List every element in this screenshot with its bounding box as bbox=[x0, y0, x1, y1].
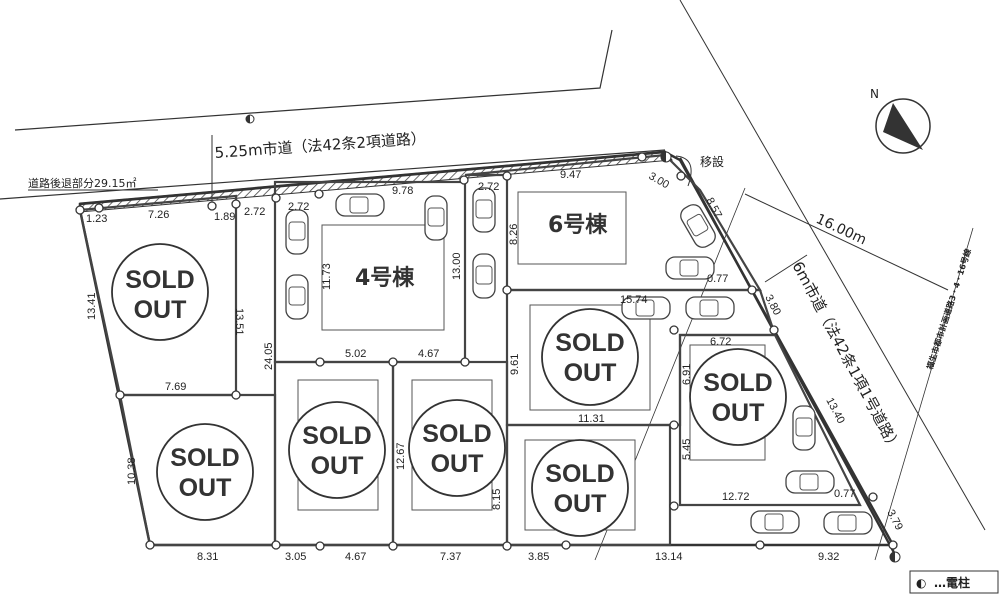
svg-text:9.78: 9.78 bbox=[392, 185, 413, 197]
width-arrow-2 bbox=[764, 254, 808, 283]
svg-text:3.00: 3.00 bbox=[647, 170, 672, 191]
svg-text:SOLD: SOLD bbox=[302, 422, 371, 450]
svg-text:8.31: 8.31 bbox=[197, 551, 218, 563]
svg-text:3.79: 3.79 bbox=[884, 508, 905, 533]
svg-text:8.26: 8.26 bbox=[508, 224, 520, 245]
svg-text:OUT: OUT bbox=[134, 296, 187, 324]
svg-text:7.26: 7.26 bbox=[148, 209, 169, 221]
planned-road-line-2 bbox=[874, 227, 974, 561]
svg-text:SOLD: SOLD bbox=[703, 369, 772, 397]
svg-text:1.89: 1.89 bbox=[214, 211, 235, 223]
building-4 bbox=[321, 224, 445, 331]
svg-text:5.02: 5.02 bbox=[345, 348, 366, 360]
svg-text:9.32: 9.32 bbox=[818, 551, 839, 563]
svg-text:4.67: 4.67 bbox=[345, 551, 366, 563]
svg-text:15.74: 15.74 bbox=[620, 294, 648, 306]
svg-text:13.51: 13.51 bbox=[233, 308, 245, 336]
north-road-edge bbox=[14, 29, 613, 131]
svg-text:7.69: 7.69 bbox=[165, 381, 186, 393]
svg-text:0.77: 0.77 bbox=[707, 273, 728, 285]
relocate-label: 移設 bbox=[700, 154, 724, 169]
legend-text: …電柱 bbox=[934, 575, 970, 590]
svg-text:1.23: 1.23 bbox=[86, 213, 107, 225]
setback-label: 道路後退部分29.15㎡ bbox=[28, 176, 137, 190]
svg-text:12.67: 12.67 bbox=[395, 442, 407, 470]
svg-text:OUT: OUT bbox=[179, 474, 232, 502]
svg-text:OUT: OUT bbox=[712, 399, 765, 427]
svg-text:9.47: 9.47 bbox=[560, 169, 581, 181]
compass-north-label: N bbox=[870, 87, 879, 101]
svg-text:SOLD: SOLD bbox=[422, 420, 491, 448]
building-4-label: 4号棟 bbox=[355, 265, 415, 291]
svg-text:OUT: OUT bbox=[564, 359, 617, 387]
svg-text:13.41: 13.41 bbox=[86, 292, 98, 320]
svg-text:6.91: 6.91 bbox=[681, 364, 693, 385]
svg-text:OUT: OUT bbox=[554, 490, 607, 518]
svg-text:2.72: 2.72 bbox=[244, 206, 265, 218]
north-road-line bbox=[0, 149, 666, 200]
east-road-outer-line bbox=[679, 0, 986, 531]
lot-f[interactable] bbox=[505, 423, 672, 547]
legend-pole-icon: ◐ bbox=[916, 576, 926, 590]
svg-text:5.45: 5.45 bbox=[681, 439, 693, 460]
utility-pole-icon bbox=[889, 551, 901, 563]
svg-text:2.72: 2.72 bbox=[478, 181, 499, 193]
svg-text:13.14: 13.14 bbox=[655, 551, 683, 563]
boundary-markers bbox=[75, 152, 898, 551]
svg-text:SOLD: SOLD bbox=[545, 460, 614, 488]
svg-text:0.77: 0.77 bbox=[834, 488, 855, 500]
svg-text:13.40: 13.40 bbox=[823, 396, 847, 426]
svg-text:10.38: 10.38 bbox=[126, 457, 138, 485]
svg-text:11.73: 11.73 bbox=[321, 263, 333, 290]
svg-text:24.05: 24.05 bbox=[263, 342, 275, 370]
svg-text:12.72: 12.72 bbox=[722, 491, 750, 503]
north-road-label: 5.25m市道（法42条2項道路） bbox=[214, 129, 426, 162]
north-compass-icon: N bbox=[870, 87, 931, 154]
svg-text:3.85: 3.85 bbox=[528, 551, 549, 563]
svg-text:8.15: 8.15 bbox=[491, 489, 503, 510]
svg-text:2.72: 2.72 bbox=[288, 201, 309, 213]
dimension-labels: 1.23 7.26 1.89 2.72 2.72 9.78 2.72 9.47 … bbox=[86, 169, 905, 563]
utility-pole-icon bbox=[660, 151, 672, 163]
svg-text:SOLD: SOLD bbox=[170, 444, 239, 472]
lot-g[interactable] bbox=[678, 333, 862, 507]
svg-text:9.61: 9.61 bbox=[509, 354, 521, 375]
svg-text:SOLD: SOLD bbox=[125, 266, 194, 294]
svg-text:6.72: 6.72 bbox=[710, 336, 731, 348]
svg-text:7.37: 7.37 bbox=[440, 551, 461, 563]
svg-text:4.67: 4.67 bbox=[418, 348, 439, 360]
planned-road-label: 福生市都市計画道路3・4・16号線 bbox=[924, 247, 973, 371]
legend: ◐ …電柱 bbox=[909, 570, 999, 594]
svg-text:13.00: 13.00 bbox=[451, 252, 463, 280]
svg-text:OUT: OUT bbox=[431, 450, 484, 478]
svg-text:SOLD: SOLD bbox=[555, 329, 624, 357]
building-6 bbox=[517, 191, 627, 265]
svg-text:11.31: 11.31 bbox=[578, 413, 605, 425]
width-arrow bbox=[744, 193, 949, 291]
svg-text:OUT: OUT bbox=[311, 452, 364, 480]
relocate-arrow bbox=[675, 155, 692, 187]
svg-text:3.05: 3.05 bbox=[285, 551, 306, 563]
building-6-label: 6号棟 bbox=[548, 212, 608, 238]
